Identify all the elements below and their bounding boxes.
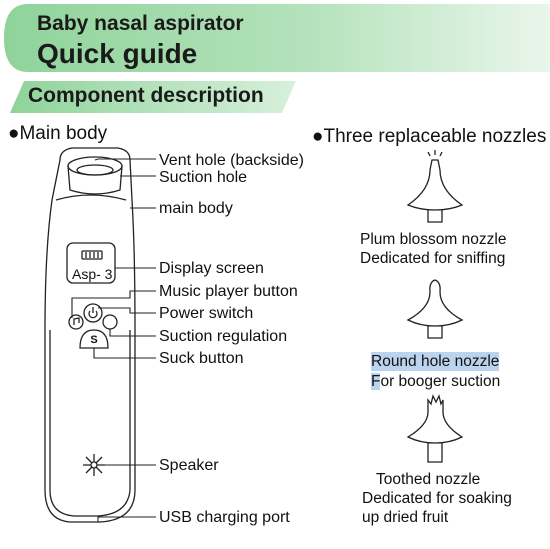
main-body-heading: ●Main body: [8, 123, 108, 144]
label-display-screen: Display screen: [159, 260, 264, 277]
label-suck-button: Suck button: [159, 350, 244, 367]
nozzle-1-name: Plum blossom nozzle: [360, 231, 507, 248]
nozzle-3-name: Toothed nozzle: [376, 471, 481, 488]
label-main-body: main body: [159, 200, 233, 217]
suck-button-letter: S: [90, 334, 97, 346]
nozzle-1-desc: Dedicated for sniffing: [360, 250, 506, 267]
label-speaker: Speaker: [159, 457, 219, 474]
header-title-line1: Baby nasal aspirator: [37, 12, 244, 35]
header-banner: [4, 4, 550, 72]
nozzles-heading: ●Three replaceable nozzles: [312, 126, 547, 147]
label-usb-charging-port: USB charging port: [159, 509, 290, 526]
section-title: Component description: [28, 84, 264, 107]
nozzle-3-desc-line2: up dried fruit: [362, 509, 449, 526]
header-title-line2: Quick guide: [37, 38, 198, 69]
nozzle-2-name: Round hole nozzle: [371, 352, 500, 371]
section-banner: [10, 81, 296, 113]
label-vent-hole: Vent hole (backside): [159, 152, 304, 169]
display-text: Asp- 3: [72, 266, 113, 282]
label-suction-hole: Suction hole: [159, 169, 248, 186]
label-music-player-button: Music player button: [159, 283, 298, 300]
nozzle-2-desc: For booger suction: [371, 373, 501, 390]
label-power-switch: Power switch: [159, 305, 254, 322]
nozzle-3-desc-line1: Dedicated for soaking: [362, 490, 512, 507]
label-suction-regulation: Suction regulation: [159, 328, 288, 345]
